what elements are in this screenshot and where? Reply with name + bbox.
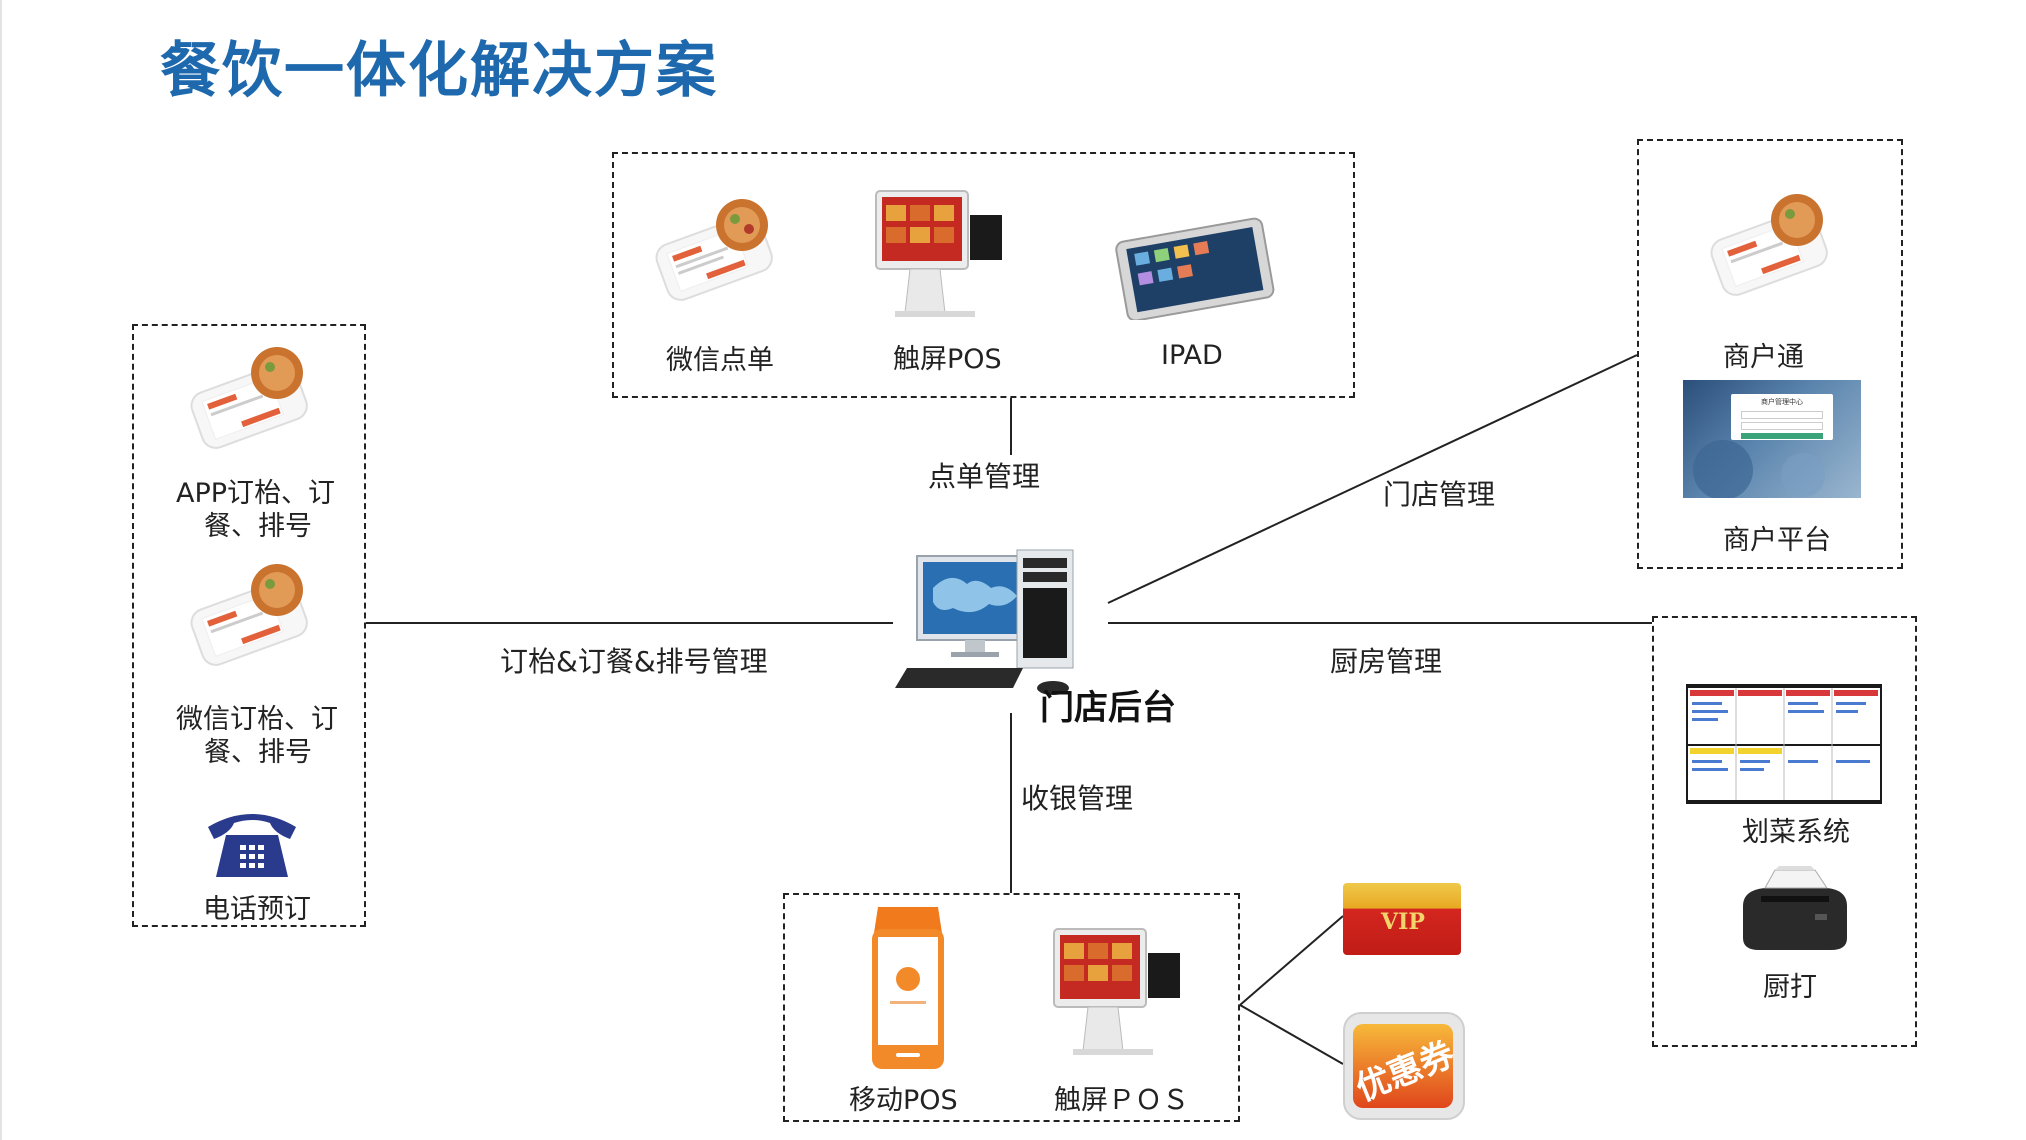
reservation-item-label-3: 电话预订 <box>203 894 311 925</box>
cashier-item-label-2: 触屏ＰＯＳ <box>1054 1085 1189 1116</box>
page-left-rule <box>0 0 2 1140</box>
vip-card-icon: VIP <box>1343 883 1461 955</box>
merchant-platform-screenshot: 商户管理中心 <box>1683 380 1861 498</box>
center-label: 门店后台 <box>1040 688 1176 728</box>
line-store <box>1107 354 1638 604</box>
connection-label-store: 门店管理 <box>1383 478 1496 511</box>
phone-app-icon <box>655 199 773 301</box>
telephone-icon <box>208 814 296 877</box>
coupon-icon: 优惠券 <box>1343 1012 1465 1120</box>
kitchen-item-label-1: 划菜系统 <box>1742 817 1850 848</box>
mobile-pos-icon <box>872 907 944 1069</box>
ipad-icon <box>1115 217 1275 320</box>
order-item-label-2: 触屏POS <box>893 344 1002 375</box>
line-vip <box>1239 915 1344 1006</box>
reservation-item-label-2b: 餐、排号 <box>204 737 312 768</box>
connection-label-cashier: 收银管理 <box>1021 782 1134 815</box>
touch-pos-icon <box>1053 928 1180 1055</box>
merchant-login-input <box>1741 411 1823 419</box>
reservation-group <box>132 324 366 927</box>
phone-app-icon <box>1710 194 1828 296</box>
connection-label-kitchen: 厨房管理 <box>1330 645 1443 678</box>
merchant-login-card: 商户管理中心 <box>1731 394 1833 440</box>
merchant-login-input <box>1741 422 1823 430</box>
phone-app-icon <box>190 347 308 449</box>
line-coupon <box>1239 1004 1344 1065</box>
merchant-item-label-1: 商户通 <box>1723 342 1804 373</box>
order-item-label-3: IPAD <box>1161 340 1223 371</box>
touch-pos-icon <box>875 190 1002 317</box>
computer-icon <box>895 549 1074 695</box>
merchant-group <box>1637 139 1903 569</box>
receipt-printer-icon <box>1743 866 1847 950</box>
coupon-badge <box>1353 1024 1453 1108</box>
kitchen-group <box>1652 616 1917 1047</box>
reservation-item-label-1b: 餐、排号 <box>204 511 312 542</box>
connection-label-reservation: 订枱&订餐&排号管理 <box>500 645 768 678</box>
cashier-item-label-1: 移动POS <box>849 1085 958 1116</box>
reservation-item-label-2: 微信订枱、订 <box>176 704 338 735</box>
kitchen-item-label-2: 厨打 <box>1763 972 1817 1003</box>
page-title: 餐饮一体化解决方案 <box>160 36 718 106</box>
cashier-group <box>783 893 1240 1122</box>
vip-card-text: VIP <box>1381 909 1425 935</box>
connection-label-order: 点单管理 <box>928 460 1041 493</box>
merchant-login-button <box>1741 433 1823 439</box>
kitchen-display-icon <box>1686 684 1882 804</box>
phone-app-icon <box>190 564 308 666</box>
reservation-item-label-1: APP订枱、订 <box>176 478 336 509</box>
order-group <box>612 152 1355 398</box>
merchant-item-label-2: 商户平台 <box>1723 525 1831 556</box>
order-item-label-1: 微信点单 <box>666 345 774 376</box>
merchant-screen-title: 商户管理中心 <box>1761 398 1803 406</box>
